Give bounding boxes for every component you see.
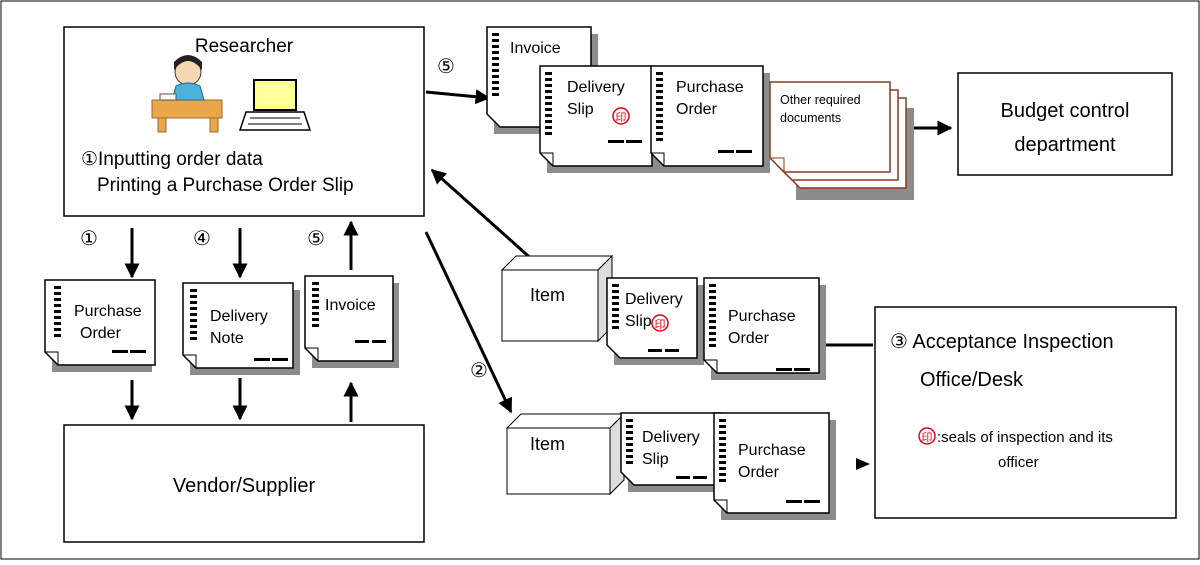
po-left-line-1: Purchase — [74, 303, 142, 320]
vendor-box: Vendor/Supplier — [64, 425, 424, 542]
po-bottom-line-2: Order — [738, 464, 780, 481]
acceptance-title: ③ Acceptance Inspection — [890, 331, 1114, 353]
step-2-marker: ② — [470, 360, 488, 382]
seal-note-2: officer — [998, 454, 1039, 471]
researcher-title: Researcher — [195, 36, 294, 57]
delivery-slip-bottom-line-2: Slip — [642, 451, 669, 468]
step-1-marker: ① — [80, 228, 98, 250]
seal-char-middle: 印 — [655, 318, 666, 331]
delivery-slip-top-line-2: Slip — [567, 101, 594, 118]
acceptance-office-box: ③ Acceptance Inspection Office/Desk 印 :s… — [875, 307, 1176, 518]
invoice-top-label: Invoice — [510, 40, 561, 57]
step-4-marker: ④ — [193, 228, 211, 250]
delivery-slip-doc-top: Delivery Slip 印 — [540, 66, 659, 173]
researcher-box: Researcher ①Inputting order data Printin… — [64, 27, 424, 216]
acceptance-office-desk: Office/Desk — [920, 369, 1024, 391]
budget-line-1: Budget control — [1001, 100, 1130, 122]
step-5-marker-left: ⑤ — [307, 228, 325, 250]
budget-line-2: department — [1014, 134, 1116, 156]
po-bottom-line-1: Purchase — [738, 442, 806, 459]
other-docs-line-1: Other required — [780, 93, 861, 107]
delivery-note-doc: Delivery Note — [183, 283, 300, 375]
delivery-slip-doc-middle: Delivery Slip 印 — [607, 278, 704, 365]
invoice-left-label: Invoice — [325, 297, 376, 314]
po-middle-line-2: Order — [728, 330, 770, 347]
delivery-slip-top-line-1: Delivery — [567, 79, 625, 96]
po-top-line-1: Purchase — [676, 79, 744, 96]
po-left-line-2: Order — [80, 325, 122, 342]
delivery-slip-middle-line-1: Delivery — [625, 291, 683, 308]
item-box-bottom: Item — [507, 414, 624, 494]
delivery-note-line-2: Note — [210, 330, 244, 347]
invoice-doc-left: Invoice — [305, 276, 399, 368]
delivery-slip-doc-bottom: Delivery Slip — [621, 413, 728, 492]
step1-printing-text: Printing a Purchase Order Slip — [97, 175, 354, 196]
other-docs-line-2: documents — [780, 111, 841, 125]
delivery-slip-middle-line-2: Slip — [625, 313, 652, 330]
purchase-order-doc-top: Purchase Order — [651, 66, 770, 173]
step1-inputting-text: ①Inputting order data — [81, 149, 263, 170]
vendor-label: Vendor/Supplier — [173, 475, 316, 497]
item-bottom-label: Item — [530, 434, 565, 454]
po-middle-line-1: Purchase — [728, 308, 796, 325]
delivery-slip-bottom-line-1: Delivery — [642, 429, 700, 446]
purchase-order-doc-middle: Purchase Order — [704, 278, 826, 380]
seal-char-top: 印 — [616, 111, 627, 124]
delivery-note-line-1: Delivery — [210, 308, 268, 325]
purchase-order-doc-bottom: Purchase Order — [714, 413, 836, 520]
po-top-line-2: Order — [676, 101, 718, 118]
item-middle-label: Item — [530, 285, 565, 305]
item-box-middle: Item — [502, 256, 612, 341]
budget-control-box: Budget control department — [958, 73, 1172, 175]
seal-char: 印 — [922, 431, 933, 444]
step-5-marker-top: ⑤ — [437, 56, 455, 78]
seal-note-1: :seals of inspection and its — [937, 429, 1113, 446]
purchase-order-doc-left: Purchase Order — [45, 280, 155, 372]
